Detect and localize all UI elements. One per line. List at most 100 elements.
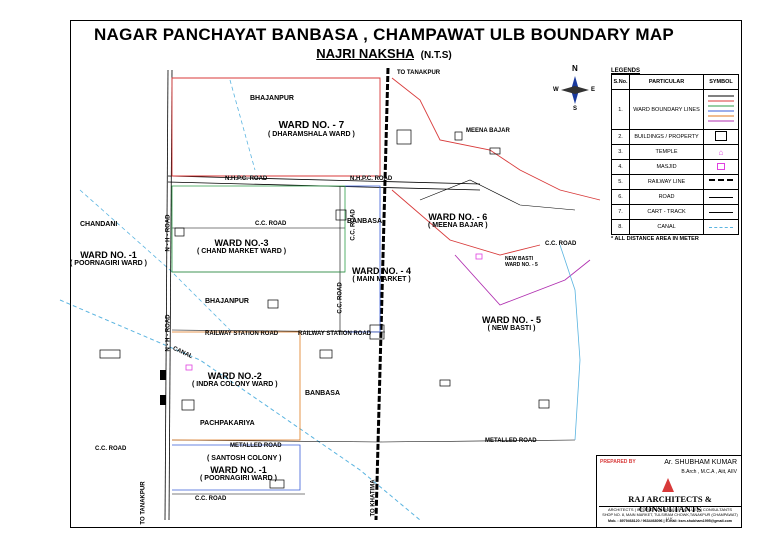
legend-row-particular: BUILDINGS / PROPERTY [629, 129, 704, 145]
place-chandani: CHANDANI [80, 221, 118, 228]
place-bhajanpur-mid: BHAJANPUR [205, 298, 249, 305]
ward-7-name: WARD NO. - 7 [278, 120, 345, 131]
legend-symbol-masjid [702, 159, 740, 175]
ward-7-label: WARD NO. - 7 ( DHARAMSHALA WARD ) [268, 120, 355, 138]
legend-row: 3. TEMPLE ⌂ [610, 144, 740, 160]
credit-line-2: SHOP NO. 8, MAIN MARKET, TULSIRAM CHOWK,… [602, 513, 738, 521]
road-label-cc-4: C.C. ROAD [350, 209, 357, 241]
map-frame [70, 20, 742, 528]
legend-symbol-road [702, 189, 740, 205]
ward-5-name: WARD NO. - 5 [482, 315, 542, 325]
legend-symbol-ward-lines [702, 89, 740, 130]
road-label-cc-bottom-1: C.C. ROAD [95, 446, 127, 452]
building [174, 227, 185, 237]
ward5-boundary [454, 254, 591, 306]
north-arrow-shape-2 [561, 86, 589, 94]
ward-2-sub: ( INDRA COLONY WARD ) [192, 381, 278, 388]
ward-lines-symbol [707, 95, 734, 121]
road-label-khatima: TO KHATIMA [370, 479, 377, 517]
ward7-boundary [171, 77, 381, 177]
ward-1a-sub: ( POORNAGIRI WARD ) [70, 260, 147, 267]
credit-stamp: PREPARED BY [600, 459, 636, 465]
legend-symbol-canal [702, 219, 740, 235]
building [454, 131, 463, 141]
metalled-road-east [379, 439, 576, 443]
building [267, 299, 279, 309]
canal-line-2 [79, 189, 231, 331]
legend-col-symbol: SYMBOL [702, 74, 740, 90]
legend-row-particular: RAILWAY LINE [629, 174, 704, 190]
nh-road-line-2 [168, 69, 173, 521]
legend-row: 2. BUILDINGS / PROPERTY [610, 129, 740, 145]
legend-row-particular: CANAL [629, 219, 704, 235]
subtitle-scale: (N.T.S) [420, 50, 452, 61]
nhpc-road [167, 175, 481, 185]
legend-row: 8. CANAL [610, 219, 740, 235]
canal-line [59, 299, 421, 521]
building [181, 399, 195, 411]
road-label-cc-bottom-2: C.C. ROAD [195, 496, 227, 502]
masjid-icon [716, 162, 725, 170]
legend-row-no: 2. [610, 129, 631, 145]
legend-table: S.No. PARTICULAR SYMBOL 1. WARD BOUNDARY… [610, 74, 740, 235]
place-banbasa-2: BANBASA [305, 390, 340, 397]
east-label: E [591, 87, 596, 93]
canal-line-3 [229, 79, 256, 171]
legend-row: 4. MASJID [610, 159, 740, 175]
legend-symbol-building [702, 129, 740, 145]
legend-row-no: 6. [610, 189, 631, 205]
road-label-rs-1: RAILWAY STATION ROAD [205, 331, 279, 337]
road-label-tanakpur: TO TANAKPUR [140, 481, 147, 525]
credit-degrees: B.Arch , M.C.A , Aiit, AIIV [681, 469, 737, 475]
building [99, 349, 121, 359]
map-subtitle: NAJRI NAKSHA (N.T.S) [0, 46, 768, 61]
legend-note: * ALL DISTANCE AREA IN METER [611, 236, 699, 242]
legend-symbol-temple: ⌂ [702, 144, 740, 160]
ward-5-sub: ( NEW BASTI ) [487, 325, 536, 332]
legend-row-particular: ROAD [629, 189, 704, 205]
ward-5-label: WARD NO. - 5 ( NEW BASTI ) [482, 315, 541, 332]
map-title: NAGAR PANCHAYAT BANBASA , CHAMPAWAT ULB … [93, 25, 675, 44]
place-pachpakariya: PACHPAKARIYA [200, 420, 255, 427]
legend-row-particular: WARD BOUNDARY LINES [629, 89, 704, 130]
road-label-nh: N - H - ROAD [165, 214, 172, 252]
masjid-symbol [185, 364, 193, 371]
legend-row-no: 5. [610, 174, 631, 190]
building [269, 479, 285, 489]
legend-row-no: 8. [610, 219, 631, 235]
cart-track-east [559, 244, 581, 441]
railway-line [374, 67, 390, 521]
building [335, 209, 347, 221]
building [489, 147, 501, 155]
road-symbol [708, 197, 733, 198]
road-label-tanakpur-top: TO TANAKPUR [397, 70, 441, 76]
legend-row-no: 4. [610, 159, 631, 175]
road-label-cc-1: C.C. ROAD [255, 221, 287, 227]
ward-3-label: WARD NO.-3 ( CHAND MARKET WARD ) [197, 238, 286, 255]
legend-panel: LEGENDS S.No. PARTICULAR SYMBOL 1. WARD … [610, 68, 740, 242]
ward3-boundary [171, 185, 346, 273]
legend-row: 1. WARD BOUNDARY LINES [610, 89, 740, 130]
road-label-cc-3: C.C. ROAD [337, 282, 344, 314]
ward6-boundary [391, 77, 601, 201]
cart-track-symbol [708, 212, 733, 213]
north-label: N [572, 64, 578, 73]
ward-8-label: ( SANTOSH COLONY ) [207, 455, 281, 462]
road-label-nhpc-2: N.H.P.C. ROAD [350, 176, 393, 182]
legend-caption: LEGENDS [611, 68, 641, 74]
railway-symbol [708, 179, 733, 183]
nh-road-line [164, 69, 169, 521]
ward-1b-sub: ( POORNAGIRI WARD ) [200, 475, 277, 482]
place-banbasa-1: BANBASA [347, 218, 382, 225]
credit-line-1: ARCHITECTS | INTERIOR DESIGNERS | VALUER… [599, 506, 741, 512]
temple-icon: ⌂ [718, 147, 724, 157]
building [160, 370, 166, 380]
legend-header-row: S.No. PARTICULAR SYMBOL [610, 74, 740, 90]
ward8-boundary [172, 444, 301, 491]
ward2-boundary [172, 331, 301, 441]
credit-firm: RAJ ARCHITECTS & CONSULTANTS [628, 494, 712, 514]
place-bhajanpur-top: BHAJANPUR [250, 95, 294, 102]
building [439, 379, 451, 387]
ward-4-label: WARD NO. - 4 ( MAIN MARKET ) [352, 266, 411, 283]
ward-1a-label: WARD NO. -1 ( POORNAGIRI WARD ) [70, 250, 147, 267]
